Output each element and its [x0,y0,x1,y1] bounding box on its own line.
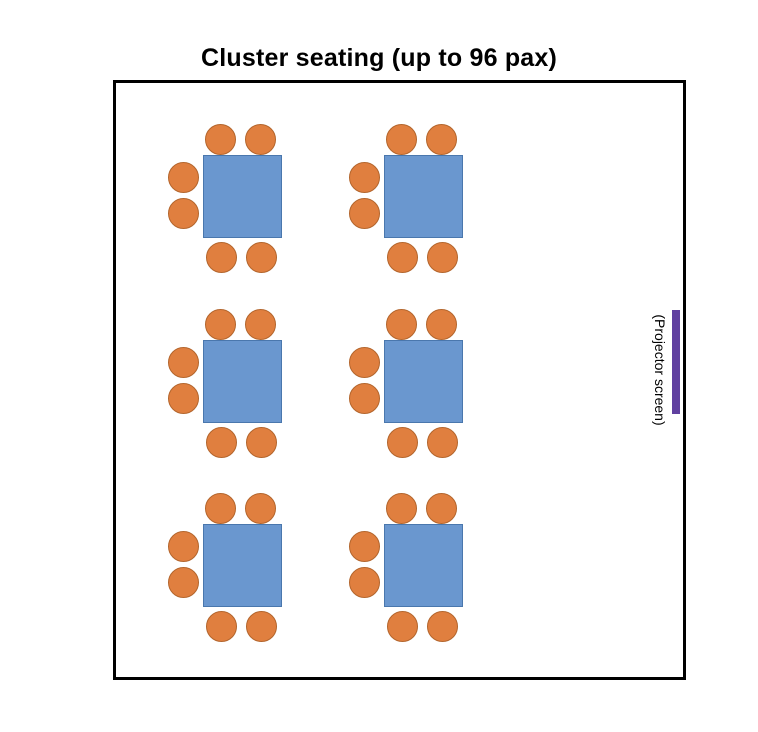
chair-top-6-1 [386,493,417,524]
chair-left-1-6 [168,198,199,229]
chair-top-5-1 [205,493,236,524]
room-outline [113,80,686,680]
chair-top-2-2 [426,124,457,155]
chair-left-3-5 [168,347,199,378]
table-3 [203,340,282,423]
chair-bottom-4-3 [387,427,418,458]
chair-bottom-3-3 [206,427,237,458]
table-4 [384,340,463,423]
chair-left-4-6 [349,383,380,414]
chair-left-1-5 [168,162,199,193]
table-2 [384,155,463,238]
chair-bottom-6-4 [427,611,458,642]
chair-top-4-2 [426,309,457,340]
chair-top-2-1 [386,124,417,155]
chair-top-4-1 [386,309,417,340]
chair-left-5-5 [168,531,199,562]
chair-bottom-6-3 [387,611,418,642]
chair-left-6-6 [349,567,380,598]
chair-bottom-2-3 [387,242,418,273]
chair-left-5-6 [168,567,199,598]
chair-bottom-3-4 [246,427,277,458]
chair-top-5-2 [245,493,276,524]
chair-left-4-5 [349,347,380,378]
chair-bottom-5-3 [206,611,237,642]
chair-top-1-2 [245,124,276,155]
chair-left-3-6 [168,383,199,414]
chair-bottom-1-3 [206,242,237,273]
table-5 [203,524,282,607]
chair-left-2-5 [349,162,380,193]
chair-bottom-5-4 [246,611,277,642]
chair-left-6-5 [349,531,380,562]
projector-screen [672,310,680,414]
table-1 [203,155,282,238]
chair-top-3-2 [245,309,276,340]
projector-screen-label: (Projector screen) [652,314,668,426]
diagram-title: Cluster seating (up to 96 pax) [200,44,558,72]
chair-top-6-2 [426,493,457,524]
chair-top-3-1 [205,309,236,340]
chair-bottom-1-4 [246,242,277,273]
chair-top-1-1 [205,124,236,155]
chair-bottom-4-4 [427,427,458,458]
chair-bottom-2-4 [427,242,458,273]
chair-left-2-6 [349,198,380,229]
table-6 [384,524,463,607]
